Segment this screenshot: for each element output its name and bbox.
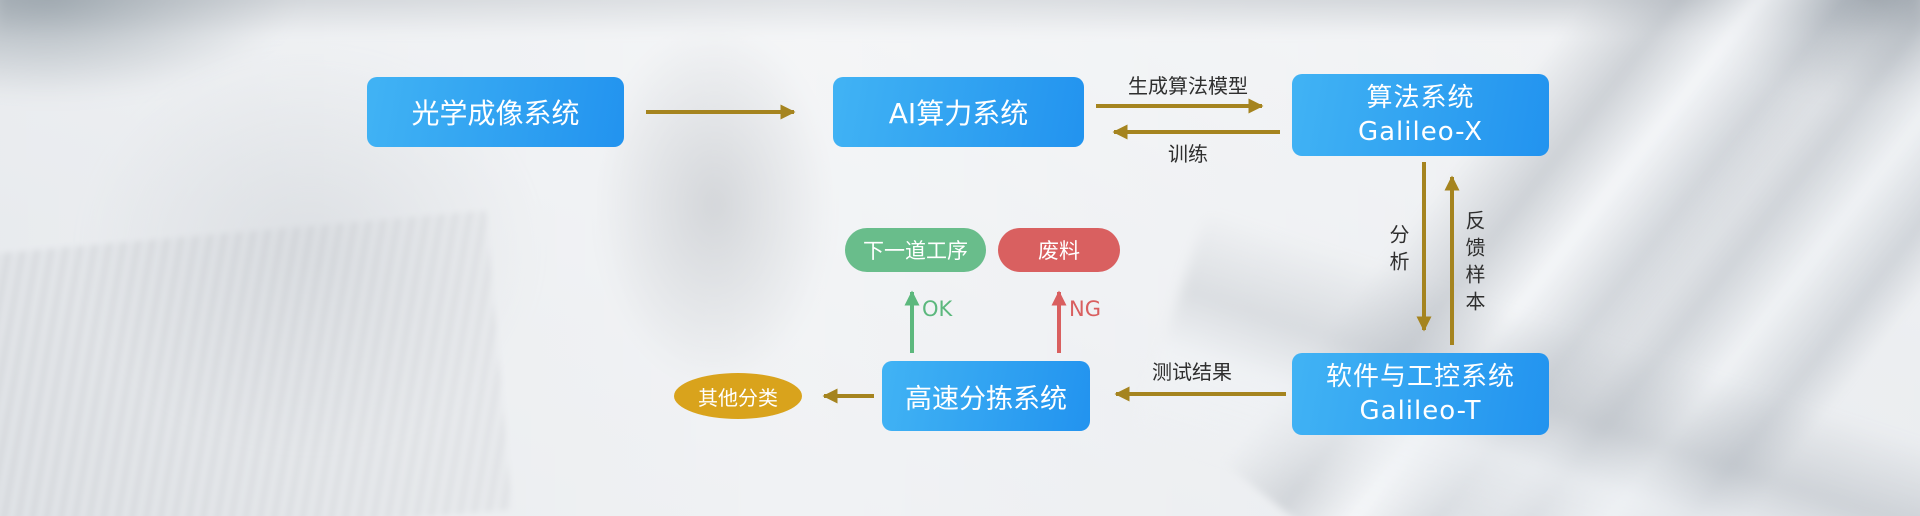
node-label-line1: 算法系统 (1366, 82, 1475, 113)
node-label: 光学成像系统 (411, 97, 580, 130)
node-label: AI算力系统 (888, 97, 1029, 130)
node-label-line2: Galileo-X (1357, 117, 1484, 147)
edge-label-ng: NG (1069, 297, 1101, 321)
node-software-control-system-galileo-t: 软件与工控系统 Galileo-T (1292, 353, 1549, 435)
node-label-line2: Galileo-T (1359, 396, 1482, 426)
node-ai-compute-system: AI算力系统 (833, 77, 1084, 147)
node-waste: 废料 (998, 228, 1120, 272)
node-high-speed-sorting-system: 高速分拣系统 (882, 361, 1090, 431)
edge-label-generate-model: 生成算法模型 (1128, 74, 1248, 98)
node-label: 下一道工序 (863, 239, 968, 263)
node-label: 其他分类 (698, 385, 778, 410)
edge-label-analysis: 分析 (1386, 224, 1410, 278)
node-label: 废料 (1038, 239, 1080, 263)
node-algorithm-system-galileo-x: 算法系统 Galileo-X (1292, 74, 1549, 156)
node-other-category: 其他分类 (674, 373, 802, 419)
edge-label-training: 训练 (1168, 142, 1208, 166)
node-next-process: 下一道工序 (845, 228, 986, 272)
edge-label-test-result: 测试结果 (1152, 360, 1232, 384)
edge-label-ok: OK (922, 297, 953, 321)
node-label: 高速分拣系统 (905, 383, 1067, 415)
edge-label-feedback-sample: 反馈样本 (1462, 210, 1486, 318)
node-label-line1: 软件与工控系统 (1325, 361, 1515, 392)
node-optical-imaging-system: 光学成像系统 (367, 77, 624, 147)
